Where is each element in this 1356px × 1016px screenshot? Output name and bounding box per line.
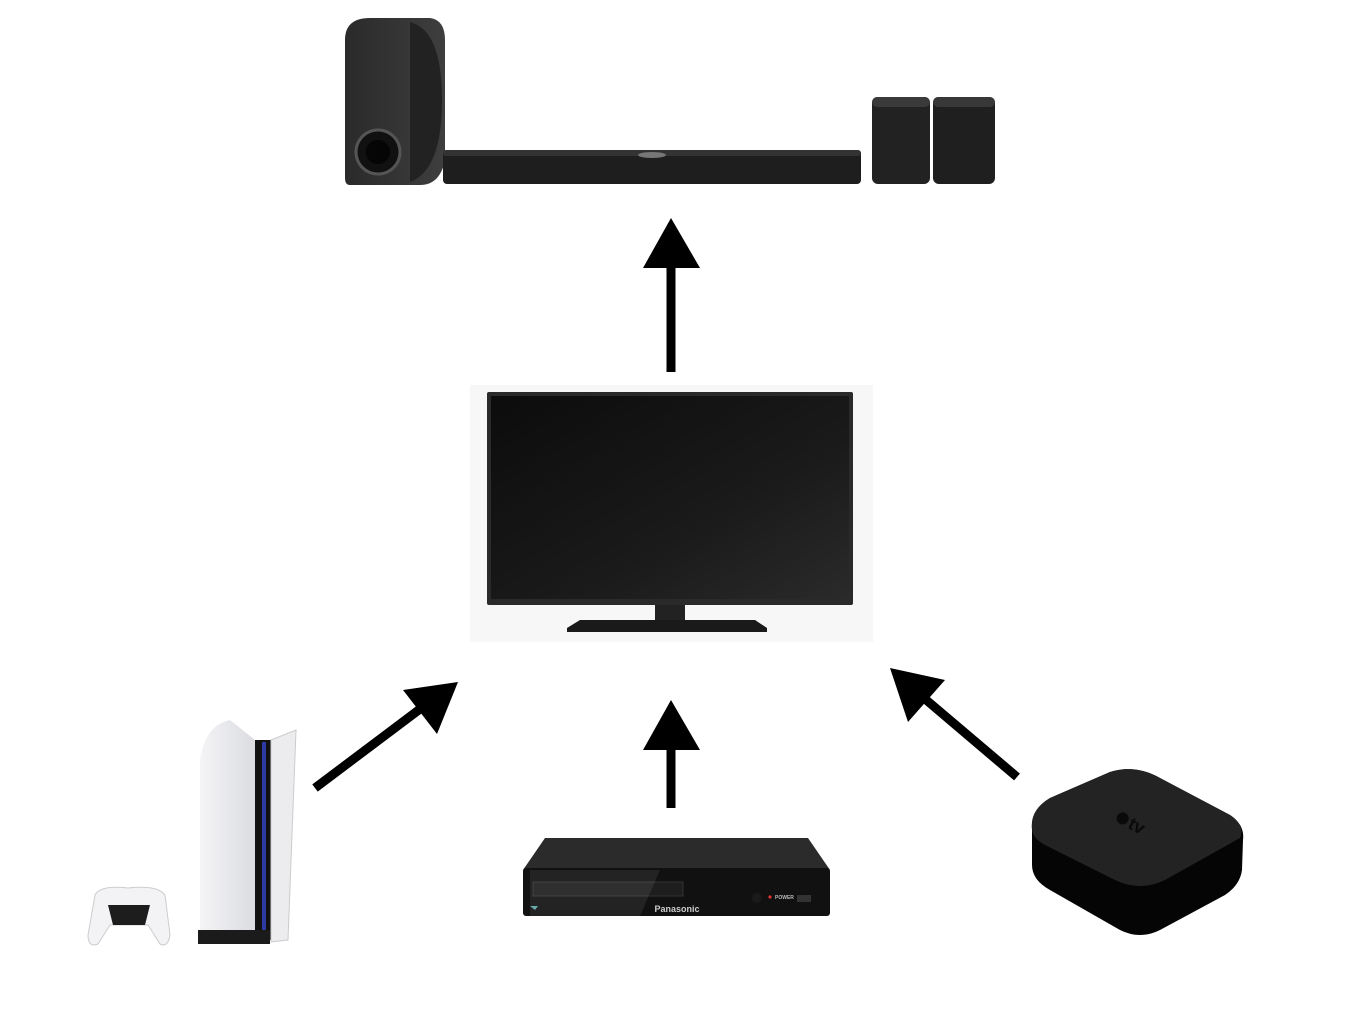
dualsense-controller: [87, 886, 171, 946]
rear-speaker-left: [872, 97, 930, 184]
bluray-player: POWER Panasonic: [523, 838, 830, 916]
soundbar: [443, 150, 861, 184]
arrow-tv-to-soundbar: [643, 218, 700, 372]
subwoofer: [345, 18, 445, 185]
bluray-logo-icon: [530, 906, 538, 910]
playstation-5: [87, 720, 297, 946]
power-label: POWER: [775, 895, 794, 901]
panasonic-logo: Panasonic: [654, 904, 699, 914]
television: [470, 385, 873, 642]
soundbar-system: [345, 18, 995, 185]
apple-logo-icon: [1116, 812, 1129, 825]
arrow-ps5-to-tv: [312, 682, 458, 792]
arrow-bluray-to-tv: [643, 700, 700, 808]
arrow-appletv-to-tv: [890, 668, 1020, 781]
apple-tv: tv: [1031, 769, 1244, 935]
rear-speaker-right: [933, 97, 995, 184]
